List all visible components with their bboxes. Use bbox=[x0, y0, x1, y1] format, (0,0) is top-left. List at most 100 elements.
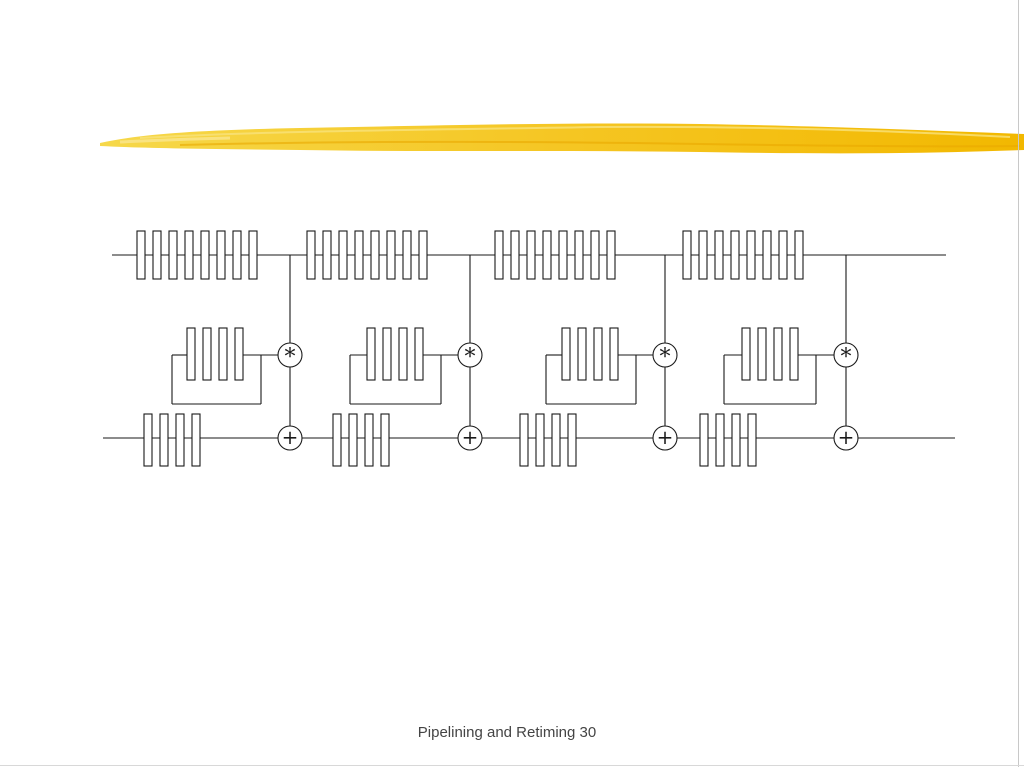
multiplier-circle-3 bbox=[652, 342, 678, 368]
register bbox=[370, 230, 380, 280]
register bbox=[542, 230, 552, 280]
register bbox=[730, 230, 740, 280]
register bbox=[519, 413, 529, 467]
register bbox=[606, 230, 616, 280]
register bbox=[418, 230, 428, 280]
register bbox=[306, 230, 316, 280]
bottom-register-bank-3 bbox=[519, 413, 577, 467]
adder-node-2: + bbox=[457, 425, 483, 451]
register bbox=[348, 413, 358, 467]
register bbox=[380, 413, 390, 467]
register bbox=[232, 230, 242, 280]
register bbox=[382, 327, 392, 381]
register bbox=[398, 327, 408, 381]
register bbox=[794, 230, 804, 280]
register bbox=[699, 413, 709, 467]
register bbox=[184, 230, 194, 280]
adder-node-3: + bbox=[652, 425, 678, 451]
register bbox=[402, 230, 412, 280]
top-register-bank-3 bbox=[494, 230, 616, 280]
register bbox=[574, 230, 584, 280]
multiplier-symbol-3: * bbox=[660, 345, 671, 370]
register bbox=[731, 413, 741, 467]
register bbox=[609, 327, 619, 381]
multiplier-node-1: * bbox=[277, 342, 303, 370]
adder-node-4: + bbox=[833, 425, 859, 451]
adder-node-1: + bbox=[277, 425, 303, 451]
adder-circle-1 bbox=[277, 425, 303, 451]
adder-symbol-2: + bbox=[462, 425, 479, 449]
register bbox=[551, 413, 561, 467]
register bbox=[526, 230, 536, 280]
bottom-register-bank-2 bbox=[332, 413, 390, 467]
multiplier-node-3: * bbox=[652, 342, 678, 370]
register bbox=[366, 327, 376, 381]
multiplier-symbol-2: * bbox=[465, 345, 476, 370]
register bbox=[741, 327, 751, 381]
register bbox=[216, 230, 226, 280]
register bbox=[682, 230, 692, 280]
bottom-border bbox=[0, 765, 1024, 766]
register bbox=[186, 327, 196, 381]
register bbox=[338, 230, 348, 280]
register bbox=[757, 327, 767, 381]
multiplier-node-2: * bbox=[457, 342, 483, 370]
register bbox=[322, 230, 332, 280]
top-register-bank-1 bbox=[136, 230, 258, 280]
slide-footer: Pipelining and Retiming 30 bbox=[417, 724, 597, 741]
register bbox=[773, 327, 783, 381]
operator-nodes: * + * + * + * + bbox=[277, 342, 859, 451]
register bbox=[332, 413, 342, 467]
bottom-register-bank-4 bbox=[699, 413, 757, 467]
register bbox=[136, 230, 146, 280]
register bbox=[218, 327, 228, 381]
wiring bbox=[103, 254, 955, 439]
register bbox=[698, 230, 708, 280]
register bbox=[159, 413, 169, 467]
register bbox=[577, 327, 587, 381]
register bbox=[354, 230, 364, 280]
register bbox=[593, 327, 603, 381]
register bbox=[152, 230, 162, 280]
top-register-bank-2 bbox=[306, 230, 428, 280]
register bbox=[414, 327, 424, 381]
multiplier-symbol-1: * bbox=[285, 345, 296, 370]
feedback-register-bank-3 bbox=[561, 327, 619, 381]
multiplier-circle-2 bbox=[457, 342, 483, 368]
register bbox=[762, 230, 772, 280]
register bbox=[202, 327, 212, 381]
register bbox=[510, 230, 520, 280]
adder-symbol-3: + bbox=[657, 425, 674, 449]
register bbox=[143, 413, 153, 467]
register bbox=[234, 327, 244, 381]
register bbox=[175, 413, 185, 467]
feedback-register-bank-2 bbox=[366, 327, 424, 381]
register bbox=[561, 327, 571, 381]
register bbox=[168, 230, 178, 280]
register bbox=[200, 230, 210, 280]
register bbox=[191, 413, 201, 467]
register bbox=[789, 327, 799, 381]
register bbox=[714, 230, 724, 280]
register bbox=[364, 413, 374, 467]
register bbox=[747, 413, 757, 467]
register bbox=[494, 230, 504, 280]
brush-stroke-decoration bbox=[100, 123, 1024, 154]
register bbox=[386, 230, 396, 280]
multiplier-circle-4 bbox=[833, 342, 859, 368]
multiplier-symbol-4: * bbox=[841, 345, 852, 370]
adder-symbol-1: + bbox=[282, 425, 299, 449]
adder-circle-3 bbox=[652, 425, 678, 451]
right-border bbox=[1018, 0, 1019, 767]
register bbox=[535, 413, 545, 467]
top-register-bank-4 bbox=[682, 230, 804, 280]
multiplier-node-4: * bbox=[833, 342, 859, 370]
adder-circle-2 bbox=[457, 425, 483, 451]
register bbox=[746, 230, 756, 280]
register bbox=[248, 230, 258, 280]
adder-symbol-4: + bbox=[838, 425, 855, 449]
bottom-register-bank-1 bbox=[143, 413, 201, 467]
feedback-register-bank-1 bbox=[186, 327, 244, 381]
